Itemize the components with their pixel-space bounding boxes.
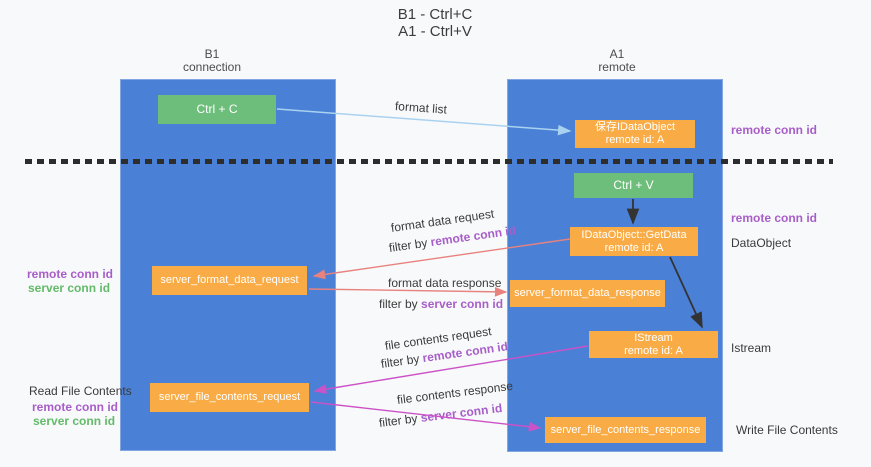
column-header-left: B1 connection: [147, 48, 277, 74]
left-read-file-contents-label: Read File Contents: [29, 384, 132, 398]
right-header-role: remote: [598, 60, 636, 74]
server-conn-id-text: server conn id: [421, 297, 504, 311]
getdata-line1: IDataObject::GetData: [581, 228, 687, 241]
right-dataobject-label: DataObject: [731, 236, 792, 250]
server-format-data-request-label: server_format_data_request: [160, 274, 299, 286]
label-format-data-response: format data response: [388, 276, 502, 290]
left-remote-conn-id-bottom: remote conn id: [32, 400, 119, 414]
server-format-data-request-box: server_format_data_request: [152, 266, 307, 295]
title-line-1: B1 - Ctrl+C: [397, 6, 473, 23]
ctrl-v-label: Ctrl + V: [613, 178, 654, 192]
diagram-title: B1 - Ctrl+C A1 - Ctrl+V: [355, 6, 515, 40]
left-server-conn-id-mid: server conn id: [28, 281, 111, 295]
separator-dashed-line: [25, 159, 833, 164]
server-file-contents-request-label: server_file_contents_request: [158, 391, 301, 403]
server-format-data-response-label: server_format_data_response: [514, 287, 661, 299]
right-header-name: A1: [609, 47, 625, 61]
title-line-2: A1 - Ctrl+V: [398, 23, 472, 40]
save-idataobject-line2: remote id: A: [605, 134, 665, 146]
ctrl-c-box: Ctrl + C: [158, 95, 276, 124]
filter-by-text: filter by: [380, 351, 424, 371]
save-idataobject-box: 保存IDataObject remote id: A: [575, 120, 695, 148]
istream-line2: remote id: A: [624, 344, 683, 357]
server-format-data-response-box: server_format_data_response: [510, 280, 665, 307]
istream-box: IStream remote id: A: [589, 331, 718, 358]
left-server-conn-id-bottom: server conn id: [33, 414, 116, 428]
server-file-contents-response-label: server_file_contents_response: [550, 423, 701, 436]
save-idataobject-line1: 保存IDataObject: [594, 121, 676, 133]
column-header-right: A1 remote: [552, 48, 682, 74]
label-filter-by-server-1: filter by server conn id: [379, 297, 503, 311]
getdata-line2: remote id: A: [604, 241, 664, 254]
left-header-role: connection: [182, 60, 242, 74]
left-header-name: B1: [204, 47, 220, 61]
filter-by-text: filter by: [378, 410, 422, 430]
ctrl-c-label: Ctrl + C: [196, 102, 238, 116]
server-file-contents-response-box: server_file_contents_response: [545, 417, 706, 443]
right-remote-conn-id-top: remote conn id: [731, 123, 818, 137]
filter-by-text: filter by: [388, 235, 432, 255]
right-write-file-contents-label: Write File Contents: [736, 423, 838, 437]
label-format-list: format list: [394, 99, 448, 117]
idataobject-getdata-box: IDataObject::GetData remote id: A: [570, 227, 698, 256]
ctrl-v-box: Ctrl + V: [574, 173, 693, 198]
left-remote-conn-id-mid: remote conn id: [27, 267, 114, 281]
istream-line1: IStream: [634, 331, 673, 344]
server-file-contents-request-box: server_file_contents_request: [150, 383, 309, 412]
server-conn-id-text: server conn id: [419, 400, 503, 425]
filter-by-text: filter by: [379, 297, 422, 311]
right-remote-conn-id-mid: remote conn id: [731, 211, 818, 225]
right-istream-label: Istream: [731, 341, 772, 355]
